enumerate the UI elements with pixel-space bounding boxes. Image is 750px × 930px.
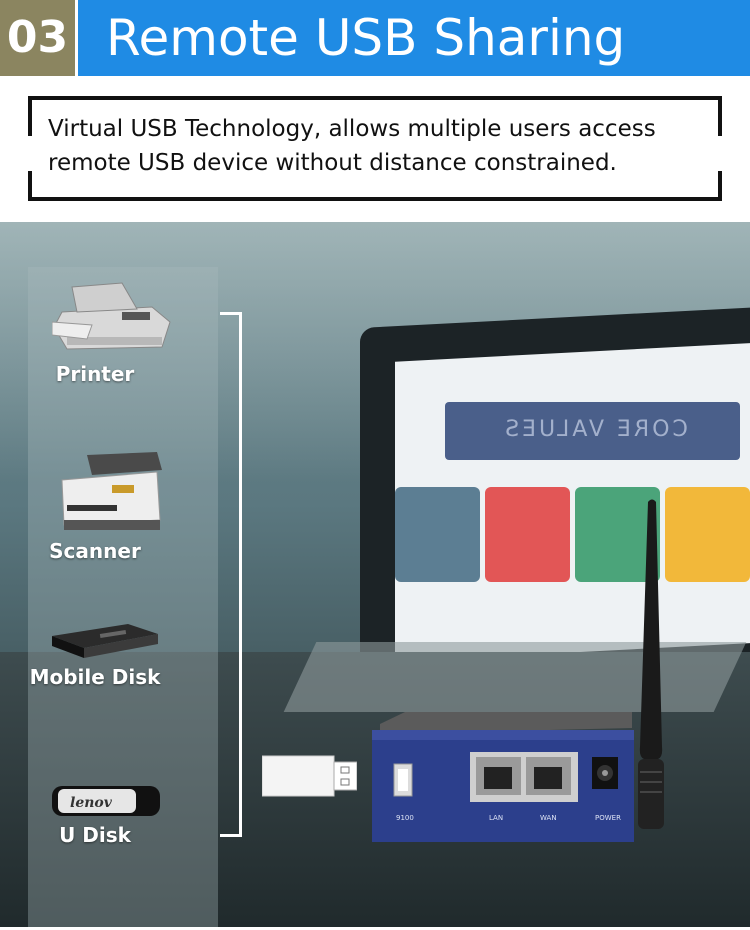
printer-icon (52, 282, 171, 350)
mobile-disk-icon (52, 624, 158, 658)
mobile-disk-label: Mobile Disk (29, 665, 161, 689)
u-disk-icon: lenov (52, 786, 160, 816)
description-text: Virtual USB Technology, allows multiple … (48, 116, 656, 176)
device-u-disk: U Disk (0, 823, 190, 847)
usb-plug-icon (262, 755, 357, 797)
printer-label: Printer (55, 362, 135, 386)
u-disk-brand: lenov (70, 795, 113, 811)
frame-top-border (28, 96, 722, 100)
device-scanner: Scanner (0, 539, 190, 563)
port-9100-label: 9100 (396, 814, 414, 822)
screen-tile-green (575, 487, 660, 582)
frame-right-top-border (718, 96, 722, 136)
antenna-icon (638, 499, 664, 829)
scanner-icon (61, 452, 162, 530)
product-photo: CORE VALUES lenov Printer Scanner M (0, 222, 750, 927)
laptop-banner-text: CORE VALUES (502, 417, 688, 442)
frame-right-bottom-border (718, 171, 722, 201)
laptop-banner (445, 402, 740, 460)
frame-left-bottom-border (28, 171, 32, 201)
router-device: 9100 LAN WAN POWER (372, 712, 634, 842)
page-title: Remote USB Sharing (78, 0, 750, 76)
scanner-label: Scanner (49, 539, 141, 563)
port-power-label: POWER (595, 814, 621, 822)
screen-tile-red (485, 487, 570, 582)
frame-bottom-border (28, 197, 722, 201)
device-printer: Printer (0, 362, 190, 386)
device-bracket (220, 312, 242, 837)
section-number: 03 (0, 0, 75, 76)
description-frame: Virtual USB Technology, allows multiple … (28, 96, 722, 201)
page-header: 03 Remote USB Sharing (0, 0, 750, 76)
device-mobile-disk: Mobile Disk (0, 665, 190, 689)
frame-left-top-border (28, 96, 32, 136)
screen-tile-yellow (665, 487, 750, 582)
u-disk-label: U Disk (59, 823, 131, 847)
port-lan-label: LAN (489, 814, 503, 822)
screen-tile-blue (395, 487, 480, 582)
laptop-keyboard (283, 642, 747, 712)
port-wan-label: WAN (540, 814, 557, 822)
device-panel (28, 267, 218, 927)
